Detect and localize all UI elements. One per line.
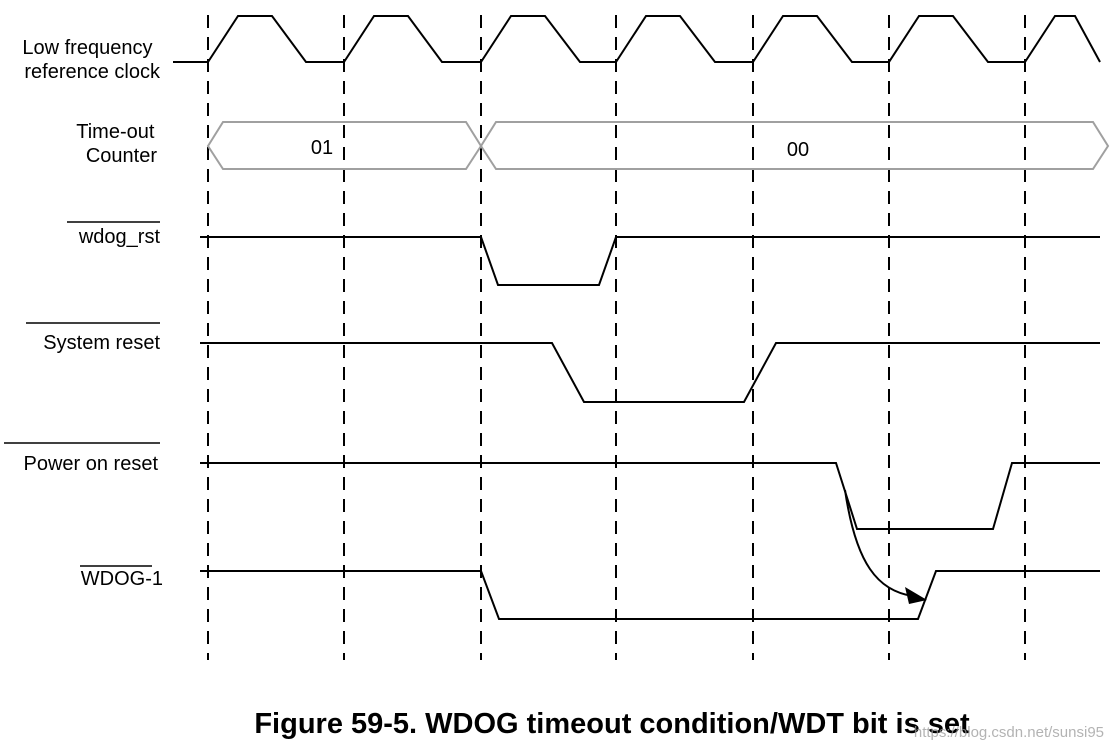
power-on-reset-label: Power on reset	[23, 453, 158, 475]
wdog-rst-waveform	[200, 236, 1100, 286]
causality-arrow-head	[905, 587, 927, 604]
system-reset-label: System reset	[43, 332, 160, 354]
wdog-1-row: WDOG-1	[80, 565, 1100, 620]
watermark: https://blog.csdn.net/sunsi95	[914, 724, 1104, 741]
causality-arrow	[844, 489, 927, 604]
wdog-1-label: WDOG-1	[81, 568, 163, 590]
clock-signal-row: Low frequency reference clock	[22, 15, 1101, 83]
causality-arrow-curve	[844, 489, 913, 597]
power-on-reset-row: Power on reset	[4, 442, 1100, 530]
clock-label-line-2: reference clock	[24, 61, 161, 83]
figure-caption: Figure 59-5. WDOG timeout condition/WDT …	[254, 708, 970, 740]
clock-waveform	[173, 15, 1101, 63]
clock-edge-guides	[207, 15, 1026, 660]
clock-label-line-1: Low frequency	[22, 37, 152, 59]
counter-segment-00	[479, 121, 1110, 170]
system-reset-row: System reset	[26, 322, 1100, 403]
counter-bus-row: Time-out Counter 01 00	[76, 121, 1110, 170]
counter-label-line-2: Counter	[86, 145, 157, 167]
wdog-rst-row: wdog_rst	[67, 221, 1100, 286]
wdog-1-waveform	[200, 570, 1100, 620]
counter-value-01: 01	[311, 137, 333, 159]
counter-label: Time-out Counter	[76, 121, 160, 167]
power-on-reset-waveform	[200, 462, 1100, 530]
counter-value-00: 00	[787, 139, 809, 161]
clock-label: Low frequency reference clock	[22, 37, 161, 83]
wdog-rst-label: wdog_rst	[78, 226, 161, 248]
system-reset-waveform	[200, 342, 1100, 403]
counter-label-line-1: Time-out	[76, 121, 155, 143]
